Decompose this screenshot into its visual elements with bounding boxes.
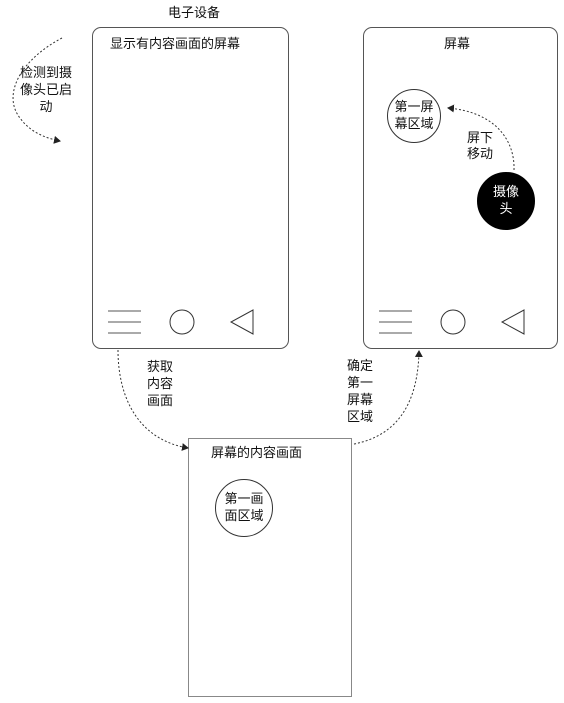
acquire-line2: 内容	[146, 377, 173, 392]
first-screen-region: 第一屏 幕区域	[387, 89, 441, 143]
device-title: 电子设备	[168, 6, 221, 21]
menu-lines-icon	[108, 310, 141, 334]
first-screen-region-line2: 幕区域	[394, 117, 434, 132]
detect-arrow	[12, 37, 63, 144]
home-circle-icon	[440, 309, 466, 335]
first-picture-region-line2: 面区域	[224, 509, 264, 524]
determine-arrow	[353, 350, 423, 445]
move-label-line1: 屏下	[466, 131, 493, 146]
move-arrow	[447, 104, 515, 171]
back-triangle-icon	[229, 309, 254, 335]
determine-line2: 第一	[346, 376, 373, 391]
determine-line4: 区域	[346, 410, 373, 425]
camera: 摄像 头	[477, 172, 535, 230]
camera-line1: 摄像	[492, 185, 519, 200]
menu-lines-icon	[379, 310, 412, 334]
acquire-line1: 获取	[146, 360, 173, 375]
back-triangle-icon	[500, 309, 525, 335]
move-label-line2: 移动	[466, 147, 493, 162]
first-screen-region-line1: 第一屏	[394, 100, 434, 115]
left-phone: 显示有内容画面的屏幕	[92, 27, 289, 349]
detect-line3: 动	[39, 100, 53, 115]
left-nav-bar	[108, 309, 254, 335]
right-screen-label: 屏幕	[444, 37, 471, 52]
move-under-screen-label: 屏下 移动	[460, 131, 500, 163]
detect-line2: 像头已启	[19, 83, 72, 98]
left-screen-label: 显示有内容画面的屏幕	[110, 37, 241, 52]
detect-camera-label: 检测到摄 像头已启 动	[4, 65, 88, 116]
acquire-content-label: 获取 内容 画面	[140, 359, 180, 410]
camera-line2: 头	[499, 202, 513, 217]
content-panel: 屏幕的内容画面	[188, 438, 352, 697]
determine-line3: 屏幕	[346, 393, 373, 408]
detect-line1: 检测到摄	[19, 66, 72, 81]
acquire-arrow	[117, 349, 189, 451]
first-picture-region-line1: 第一画	[224, 492, 264, 507]
first-picture-region: 第一画 面区域	[215, 479, 273, 537]
home-circle-icon	[169, 309, 195, 335]
determine-line1: 确定	[346, 359, 373, 374]
acquire-line3: 画面	[146, 394, 173, 409]
right-nav-bar	[379, 309, 525, 335]
determine-region-label: 确定 第一 屏幕 区域	[340, 358, 380, 426]
content-panel-title: 屏幕的内容画面	[211, 446, 303, 461]
